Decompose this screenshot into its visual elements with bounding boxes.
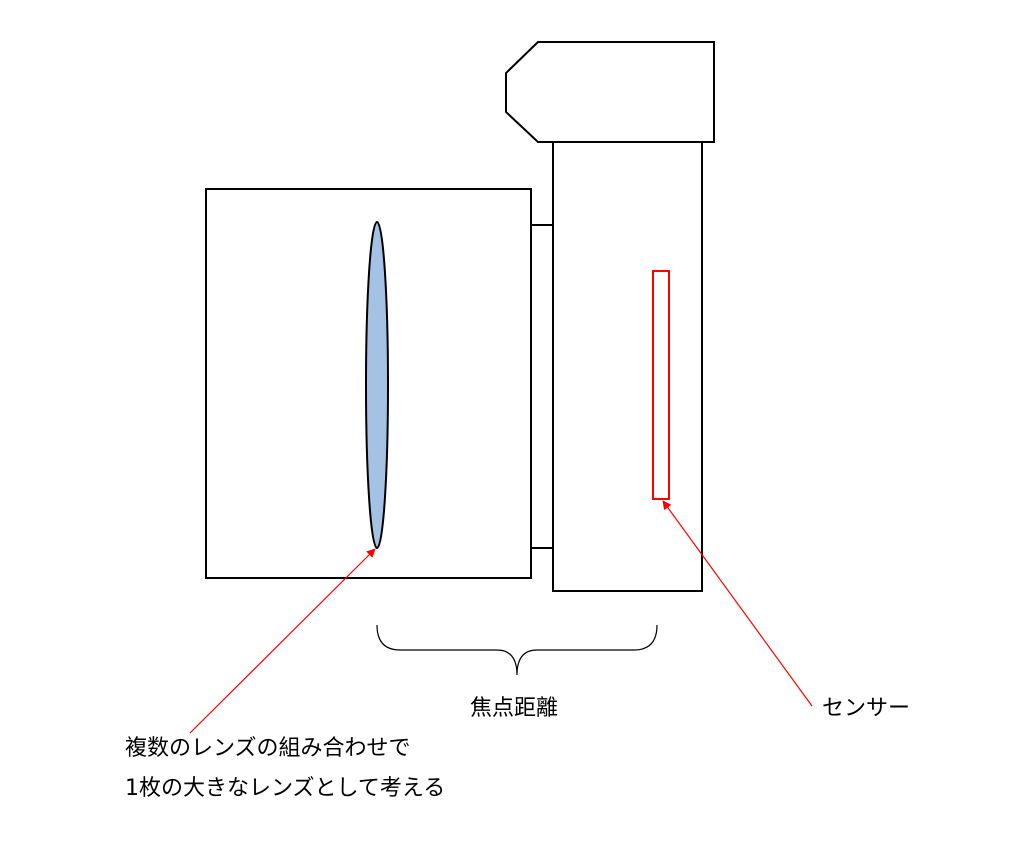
- lens-note-line-1: 複数のレンズの組み合わせで: [125, 736, 411, 761]
- viewfinder-housing: [505, 41, 715, 143]
- focal-length-label: 焦点距離: [470, 696, 559, 721]
- sensor-label: センサー: [822, 696, 911, 721]
- focal-length-brace: [376, 624, 658, 676]
- lens-note-line-2: 1枚の大きなレンズとして考える: [125, 776, 446, 801]
- lens-pointer-arrow: [189, 548, 376, 734]
- image-sensor: [652, 270, 670, 500]
- lens-mount: [530, 224, 554, 549]
- sensor-pointer-arrow: [662, 500, 813, 707]
- camera-body: [552, 141, 703, 592]
- lens-element: [365, 221, 389, 549]
